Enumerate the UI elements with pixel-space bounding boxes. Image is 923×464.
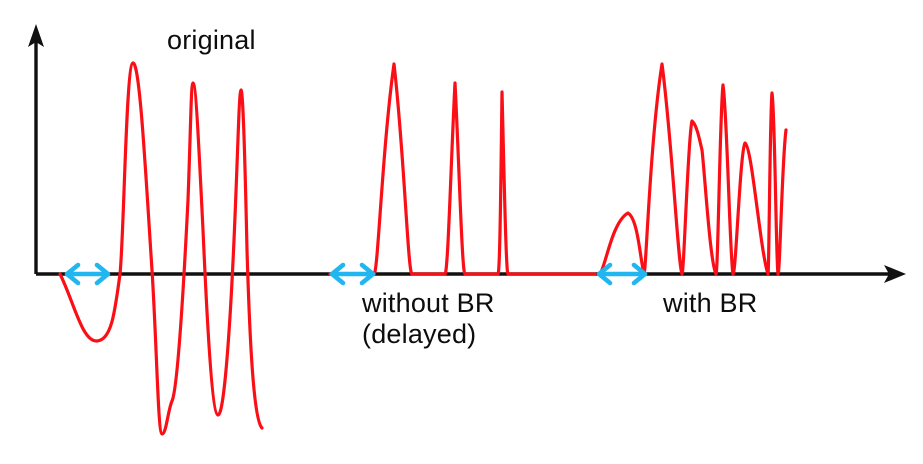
span-arrow-head-right [359,262,376,286]
label-without-br: without BR (delayed) [362,288,495,350]
span-arrow-head-left [329,262,346,286]
span-arrow-head-left [64,262,81,286]
latency-span-with-br [596,262,648,286]
label-with-br: with BR [663,288,758,318]
label-original: original [167,25,256,55]
span-arrow-head-right [94,262,111,286]
waveform-with-br [598,62,788,276]
vertical-axis-arrowhead [28,24,44,47]
time-axis-arrowhead [884,265,906,283]
waveform-without-br [328,62,597,276]
span-arrow-head-left [596,262,613,286]
span-arrow-head-right [631,262,648,286]
latency-span-original [64,262,111,286]
waveform-group [58,61,788,436]
waveform-original [58,61,264,436]
latency-span-without-br [329,262,376,286]
